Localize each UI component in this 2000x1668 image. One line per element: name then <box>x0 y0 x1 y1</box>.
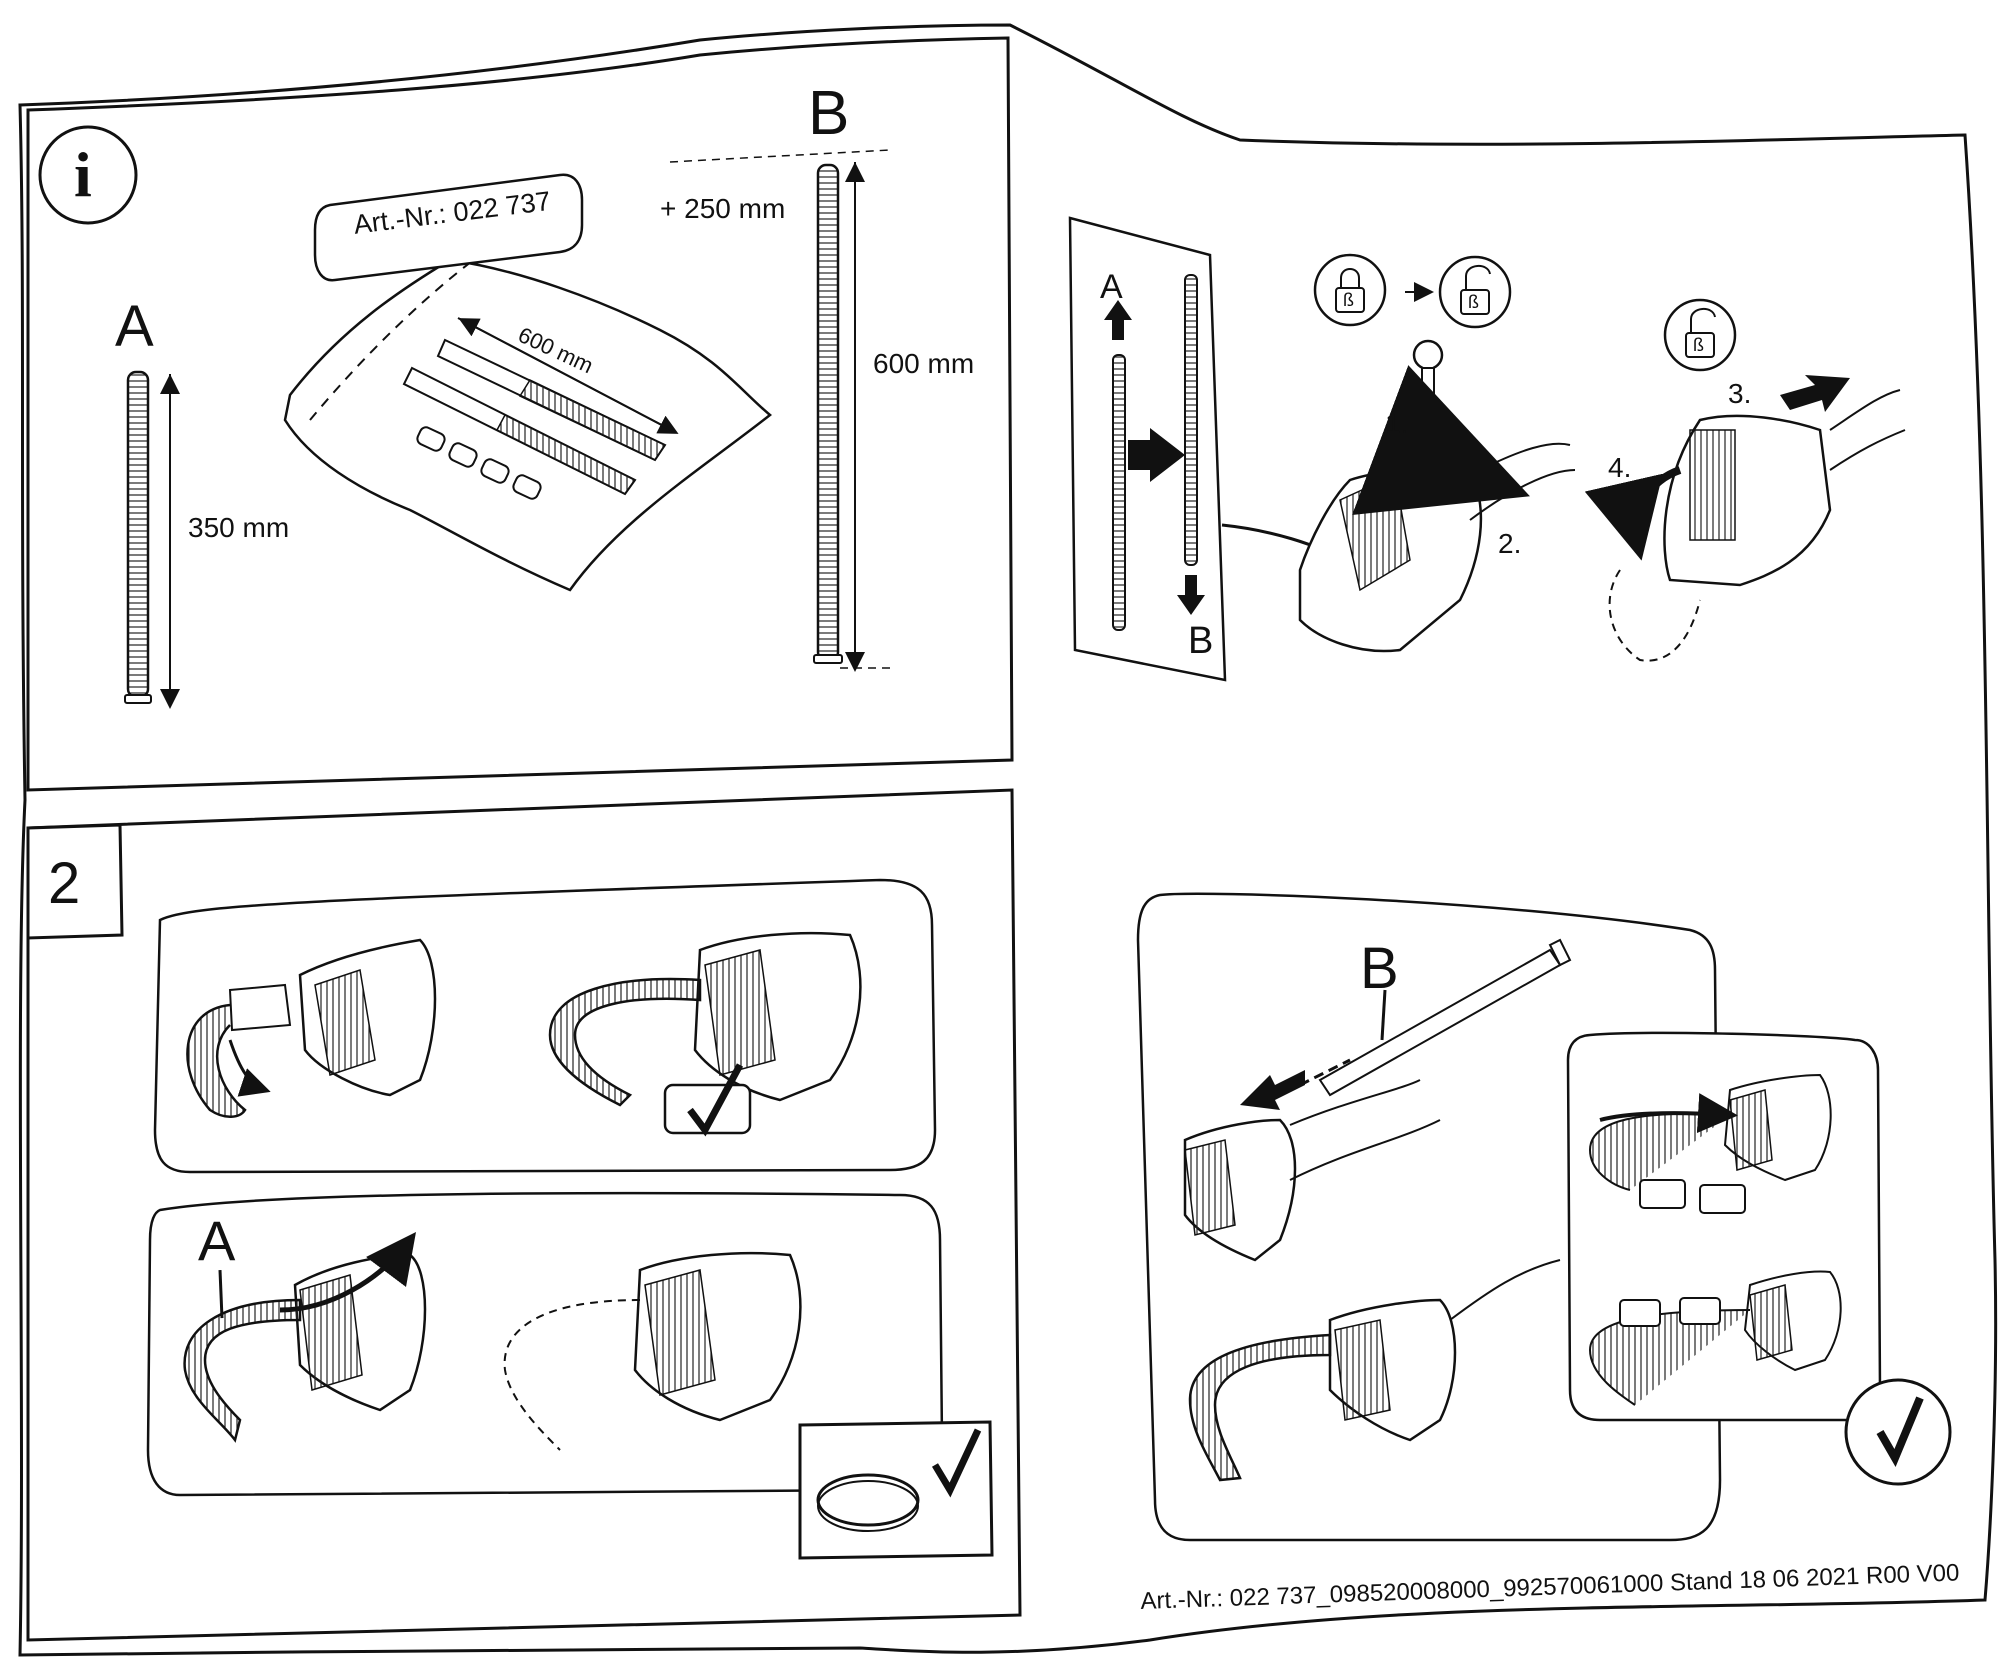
step-3-label: 3. <box>1728 378 1752 409</box>
strap-b-letter: B <box>808 79 850 148</box>
info-icon-letter: i <box>74 139 92 210</box>
frame-1 <box>153 878 937 1174</box>
frame-3 <box>1136 892 1722 1542</box>
padlock-3-glyph: ß <box>1693 335 1704 355</box>
paper-outline <box>18 23 1998 1657</box>
step2-number-box <box>26 823 124 940</box>
direction-a-label: A <box>1100 268 1123 306</box>
checkmark-icon <box>1876 1396 1924 1468</box>
step2-panel-frame <box>26 788 1022 1642</box>
direction-b-label: B <box>1188 620 1214 662</box>
key-illustration <box>1408 339 1452 475</box>
strap-a-length-label: 350 mm <box>188 512 290 543</box>
foot-unit-1 <box>1298 365 1576 653</box>
strap-b-length-label: 600 mm <box>873 348 975 379</box>
info-panel-frame <box>26 36 1014 792</box>
step2-number: 2 <box>48 851 81 916</box>
strap-b-extension-label: + 250 mm <box>660 193 786 224</box>
strap-swap-card <box>1068 216 1341 682</box>
strap-loop-icon <box>816 1473 920 1532</box>
step-1-label: 1. <box>1385 408 1409 439</box>
info-icon <box>38 125 138 225</box>
frame-4 <box>1566 1031 1952 1486</box>
padlock-1-glyph: ß <box>1343 290 1354 310</box>
padlock-2-glyph: ß <box>1468 292 1479 312</box>
strap-b-illustration <box>669 149 891 672</box>
checkmark-icon <box>931 1428 982 1498</box>
art-nr-tag <box>313 173 584 282</box>
foot-unit-2 <box>1584 375 1906 662</box>
step-4-label: 4. <box>1608 452 1632 483</box>
step-2-label: 2. <box>1498 528 1522 559</box>
padlock-sequence <box>1313 253 1737 372</box>
strap-a-illustration <box>124 370 180 709</box>
strap-a-letter: A <box>115 294 154 359</box>
strap-a-callout: A <box>198 1209 236 1272</box>
frame-2 <box>146 1191 994 1560</box>
strap-b-callout: B <box>1360 936 1399 1001</box>
package-bag-illustration <box>283 254 772 592</box>
